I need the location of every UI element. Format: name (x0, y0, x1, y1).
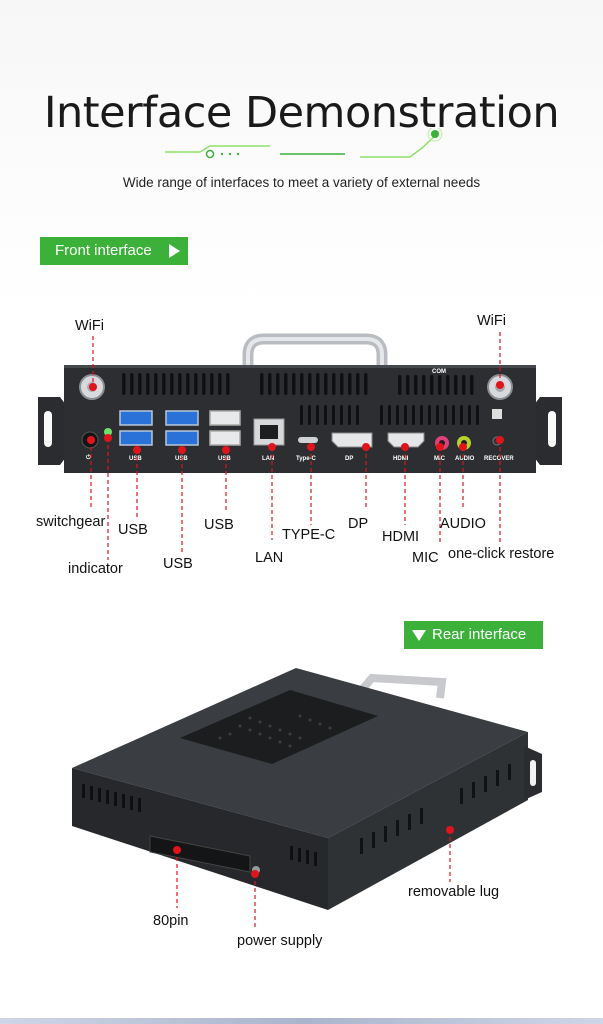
label-usb-1: USB (118, 522, 148, 538)
label-removable-lug: removable lug (408, 884, 500, 900)
label-indicator: indicator (68, 561, 123, 577)
label-type-c: TYPE-C (282, 527, 336, 543)
label-mic: MIC (412, 550, 439, 566)
svg-text:HDMI: HDMI (393, 456, 409, 462)
decorative-circuit-line (165, 128, 443, 159)
svg-text:USB: USB (218, 456, 231, 462)
label-switchgear: switchgear (36, 514, 106, 530)
label-one-click-restore: one-click restore (448, 546, 555, 562)
label-usb-3: USB (204, 517, 234, 533)
front-panel-text: COM (432, 369, 446, 375)
label-hdmi: HDMI (382, 529, 420, 545)
svg-text:AUDIO: AUDIO (455, 456, 475, 462)
label-wifi-left: WiFi (75, 318, 104, 334)
svg-text:⏻: ⏻ (86, 454, 91, 461)
label-power-supply: power supply (237, 933, 323, 949)
label-dp: DP (348, 516, 369, 532)
front-interface-tag: Front interface (40, 237, 188, 265)
label-wifi-right: WiFi (477, 313, 506, 329)
svg-text:MIC: MIC (434, 456, 446, 462)
front-callout-lines (87, 332, 504, 560)
front-interface-tag-label: Front interface (55, 242, 152, 259)
svg-text:RECOVER: RECOVER (484, 456, 514, 462)
rear-interface-tag-label: Rear interface (432, 626, 527, 643)
svg-text:Type-C: Type-C (296, 456, 317, 462)
label-audio: AUDIO (440, 516, 486, 532)
svg-text:USB: USB (129, 456, 142, 462)
down-arrow-icon (412, 630, 426, 641)
rear-callout-lines (173, 826, 454, 930)
label-usb-2: USB (163, 556, 193, 572)
page-title: Interface Demonstration (43, 88, 560, 138)
label-lan: LAN (255, 550, 284, 566)
svg-text:LAN: LAN (262, 456, 274, 462)
page-subtitle: Wide range of interfaces to meet a varie… (122, 175, 481, 190)
footer-strip (0, 1018, 603, 1024)
label-80pin: 80pin (153, 913, 189, 929)
rear-device-illustration (72, 668, 542, 910)
svg-text:COM: COM (432, 369, 446, 375)
rear-interface-tag: Rear interface (404, 621, 543, 649)
play-arrow-icon (169, 244, 180, 258)
svg-text:DP: DP (345, 456, 353, 462)
